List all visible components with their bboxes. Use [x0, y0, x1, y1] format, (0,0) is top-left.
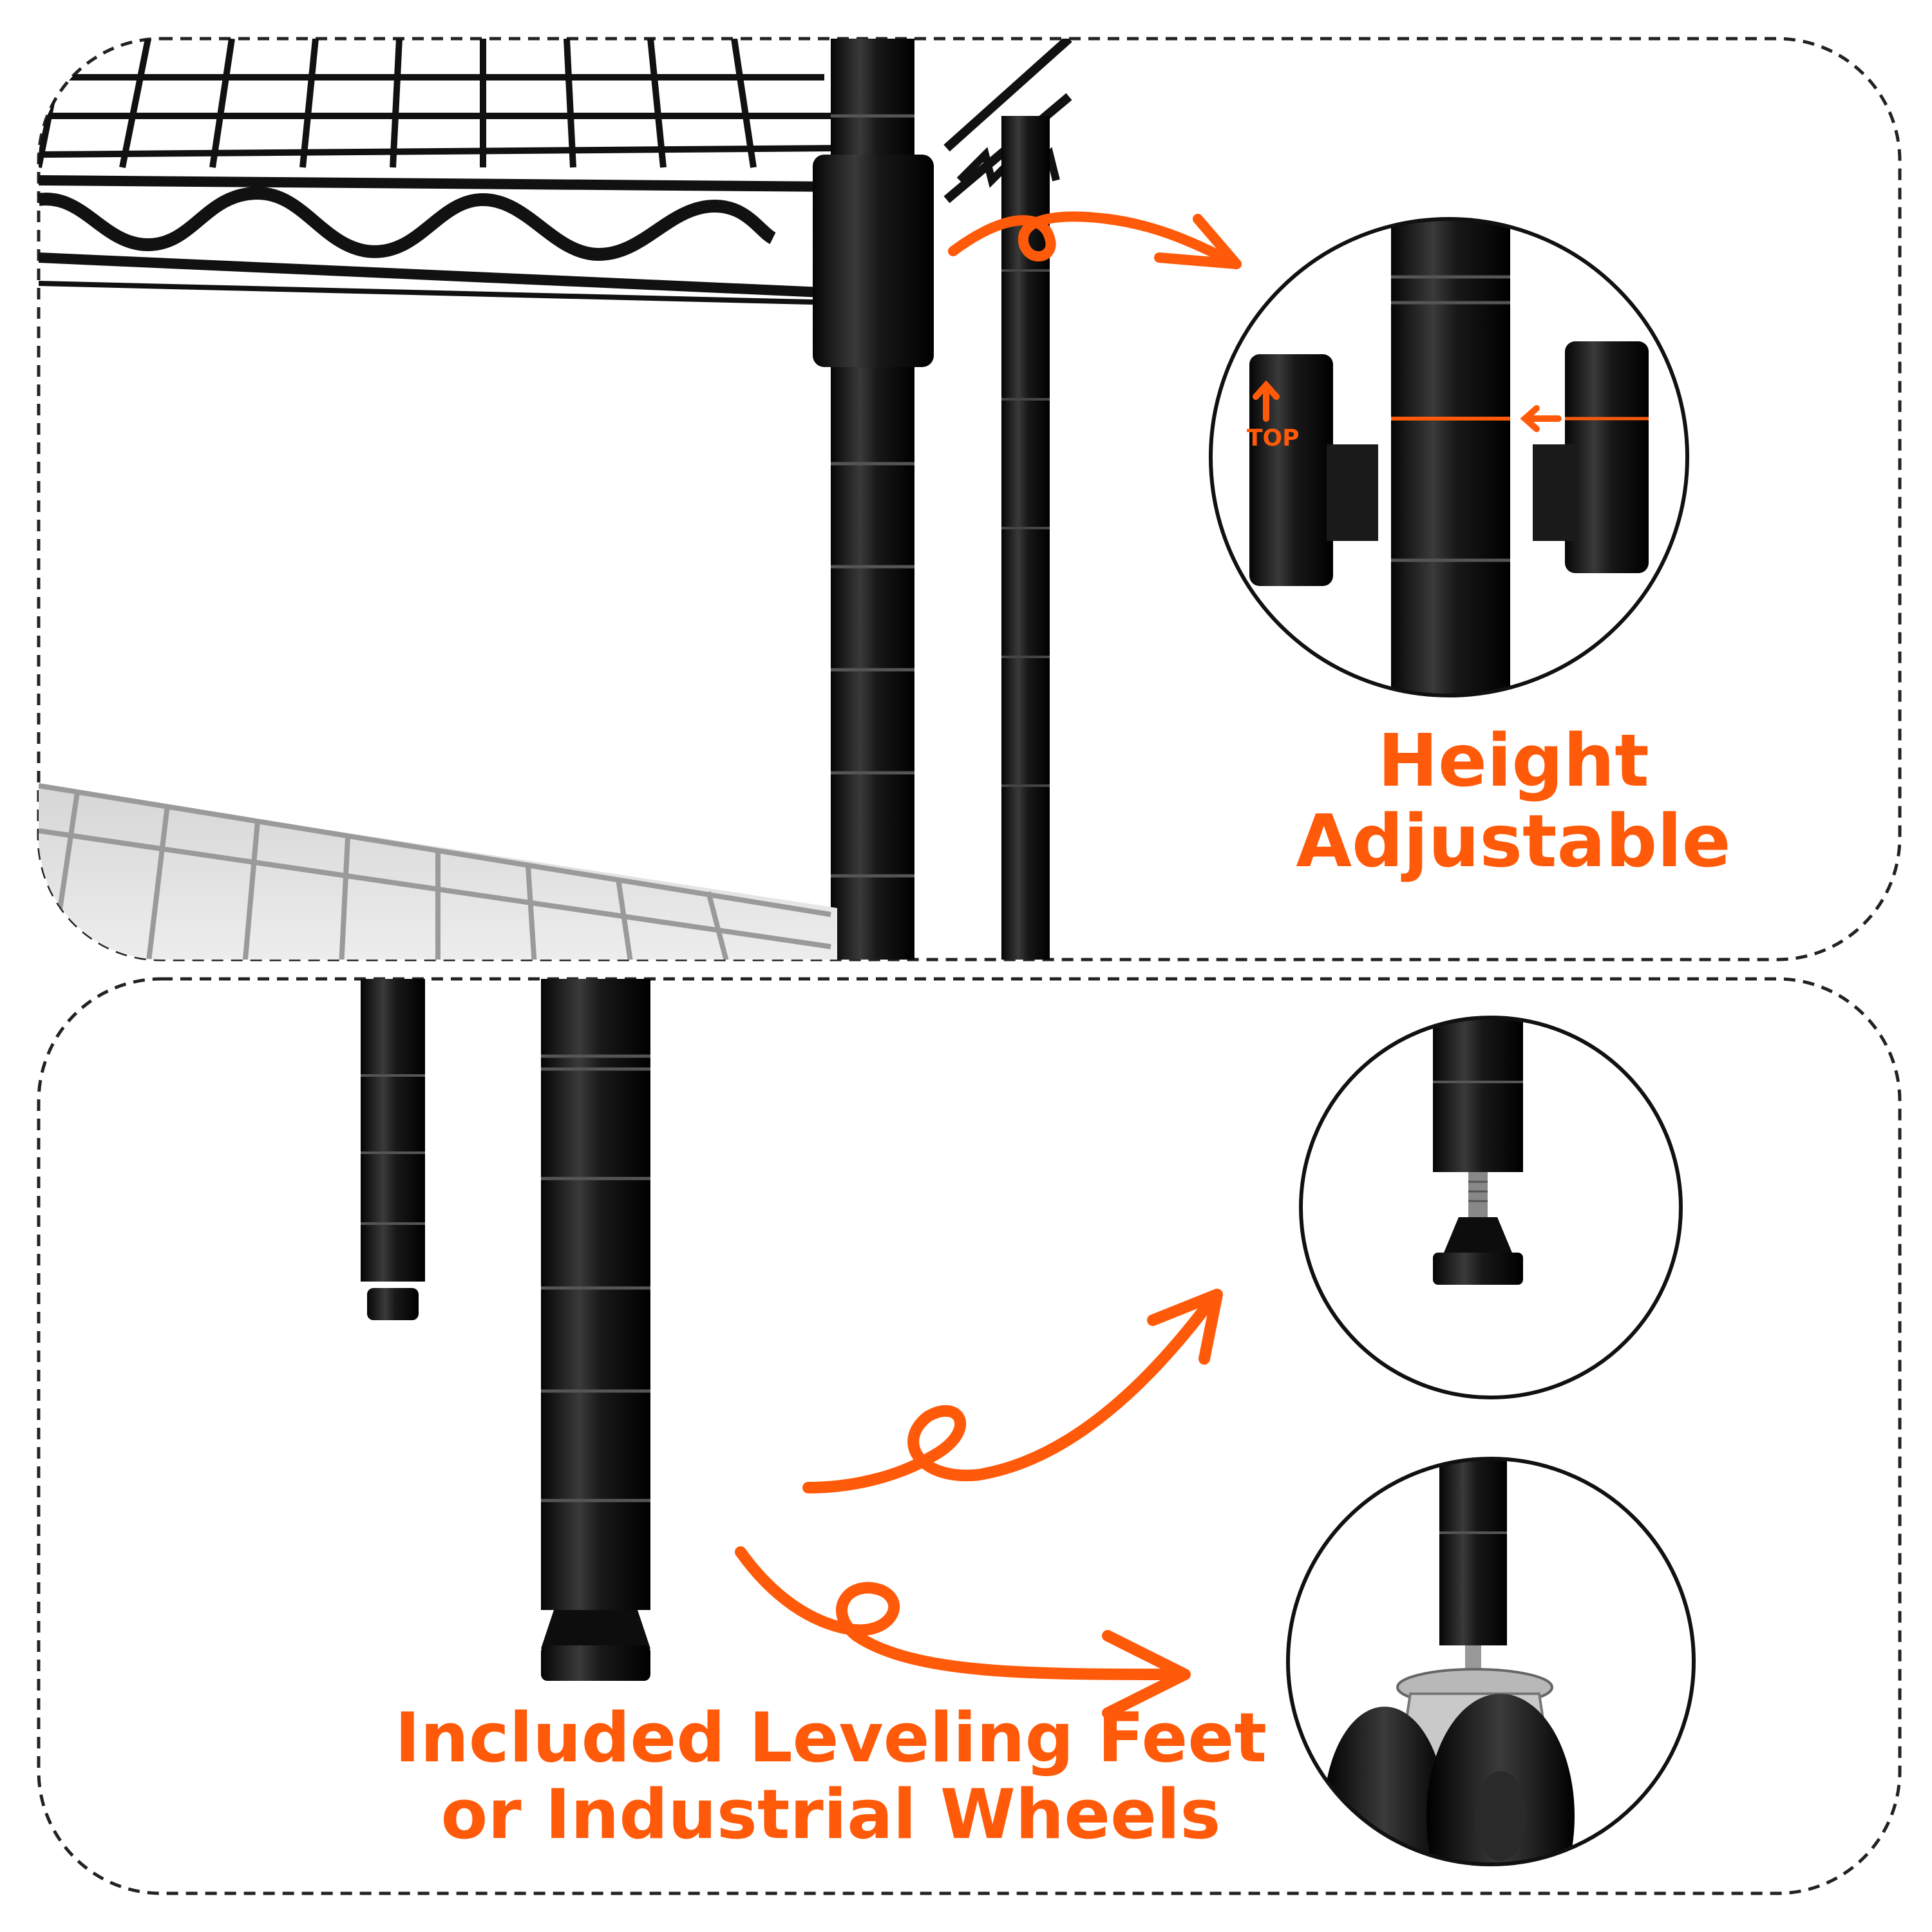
- orange-loop-arrow-icon: [735, 1546, 1191, 1719]
- heading-line-1: Height: [1378, 719, 1649, 803]
- orange-loop-arrow-icon: [948, 211, 1242, 269]
- bottom-panel-border: [37, 977, 1902, 1895]
- wire-shelf-photo: [39, 39, 1072, 960]
- up-arrow-icon: [1253, 380, 1280, 422]
- leveling-feet-heading: Included Leveling Feet or Industrial Whe…: [374, 1700, 1288, 1853]
- industrial-wheel-photo: [1286, 1457, 1696, 1866]
- heading-line-2: or Industrial Wheels: [440, 1774, 1221, 1854]
- pole-leg-photo: [361, 979, 650, 1681]
- leveling-foot-photo: [1299, 1016, 1683, 1399]
- sleeve-detail-photo: [1209, 217, 1689, 697]
- top-panel-border: [37, 37, 1902, 961]
- heading-line-2: Adjustable: [1296, 800, 1731, 884]
- top-direction-label: TOP: [1247, 425, 1300, 451]
- heading-line-1: Included Leveling Feet: [395, 1698, 1267, 1777]
- height-adjustable-heading: Height Adjustable: [1224, 721, 1803, 883]
- orange-loop-arrow-icon: [802, 1289, 1223, 1493]
